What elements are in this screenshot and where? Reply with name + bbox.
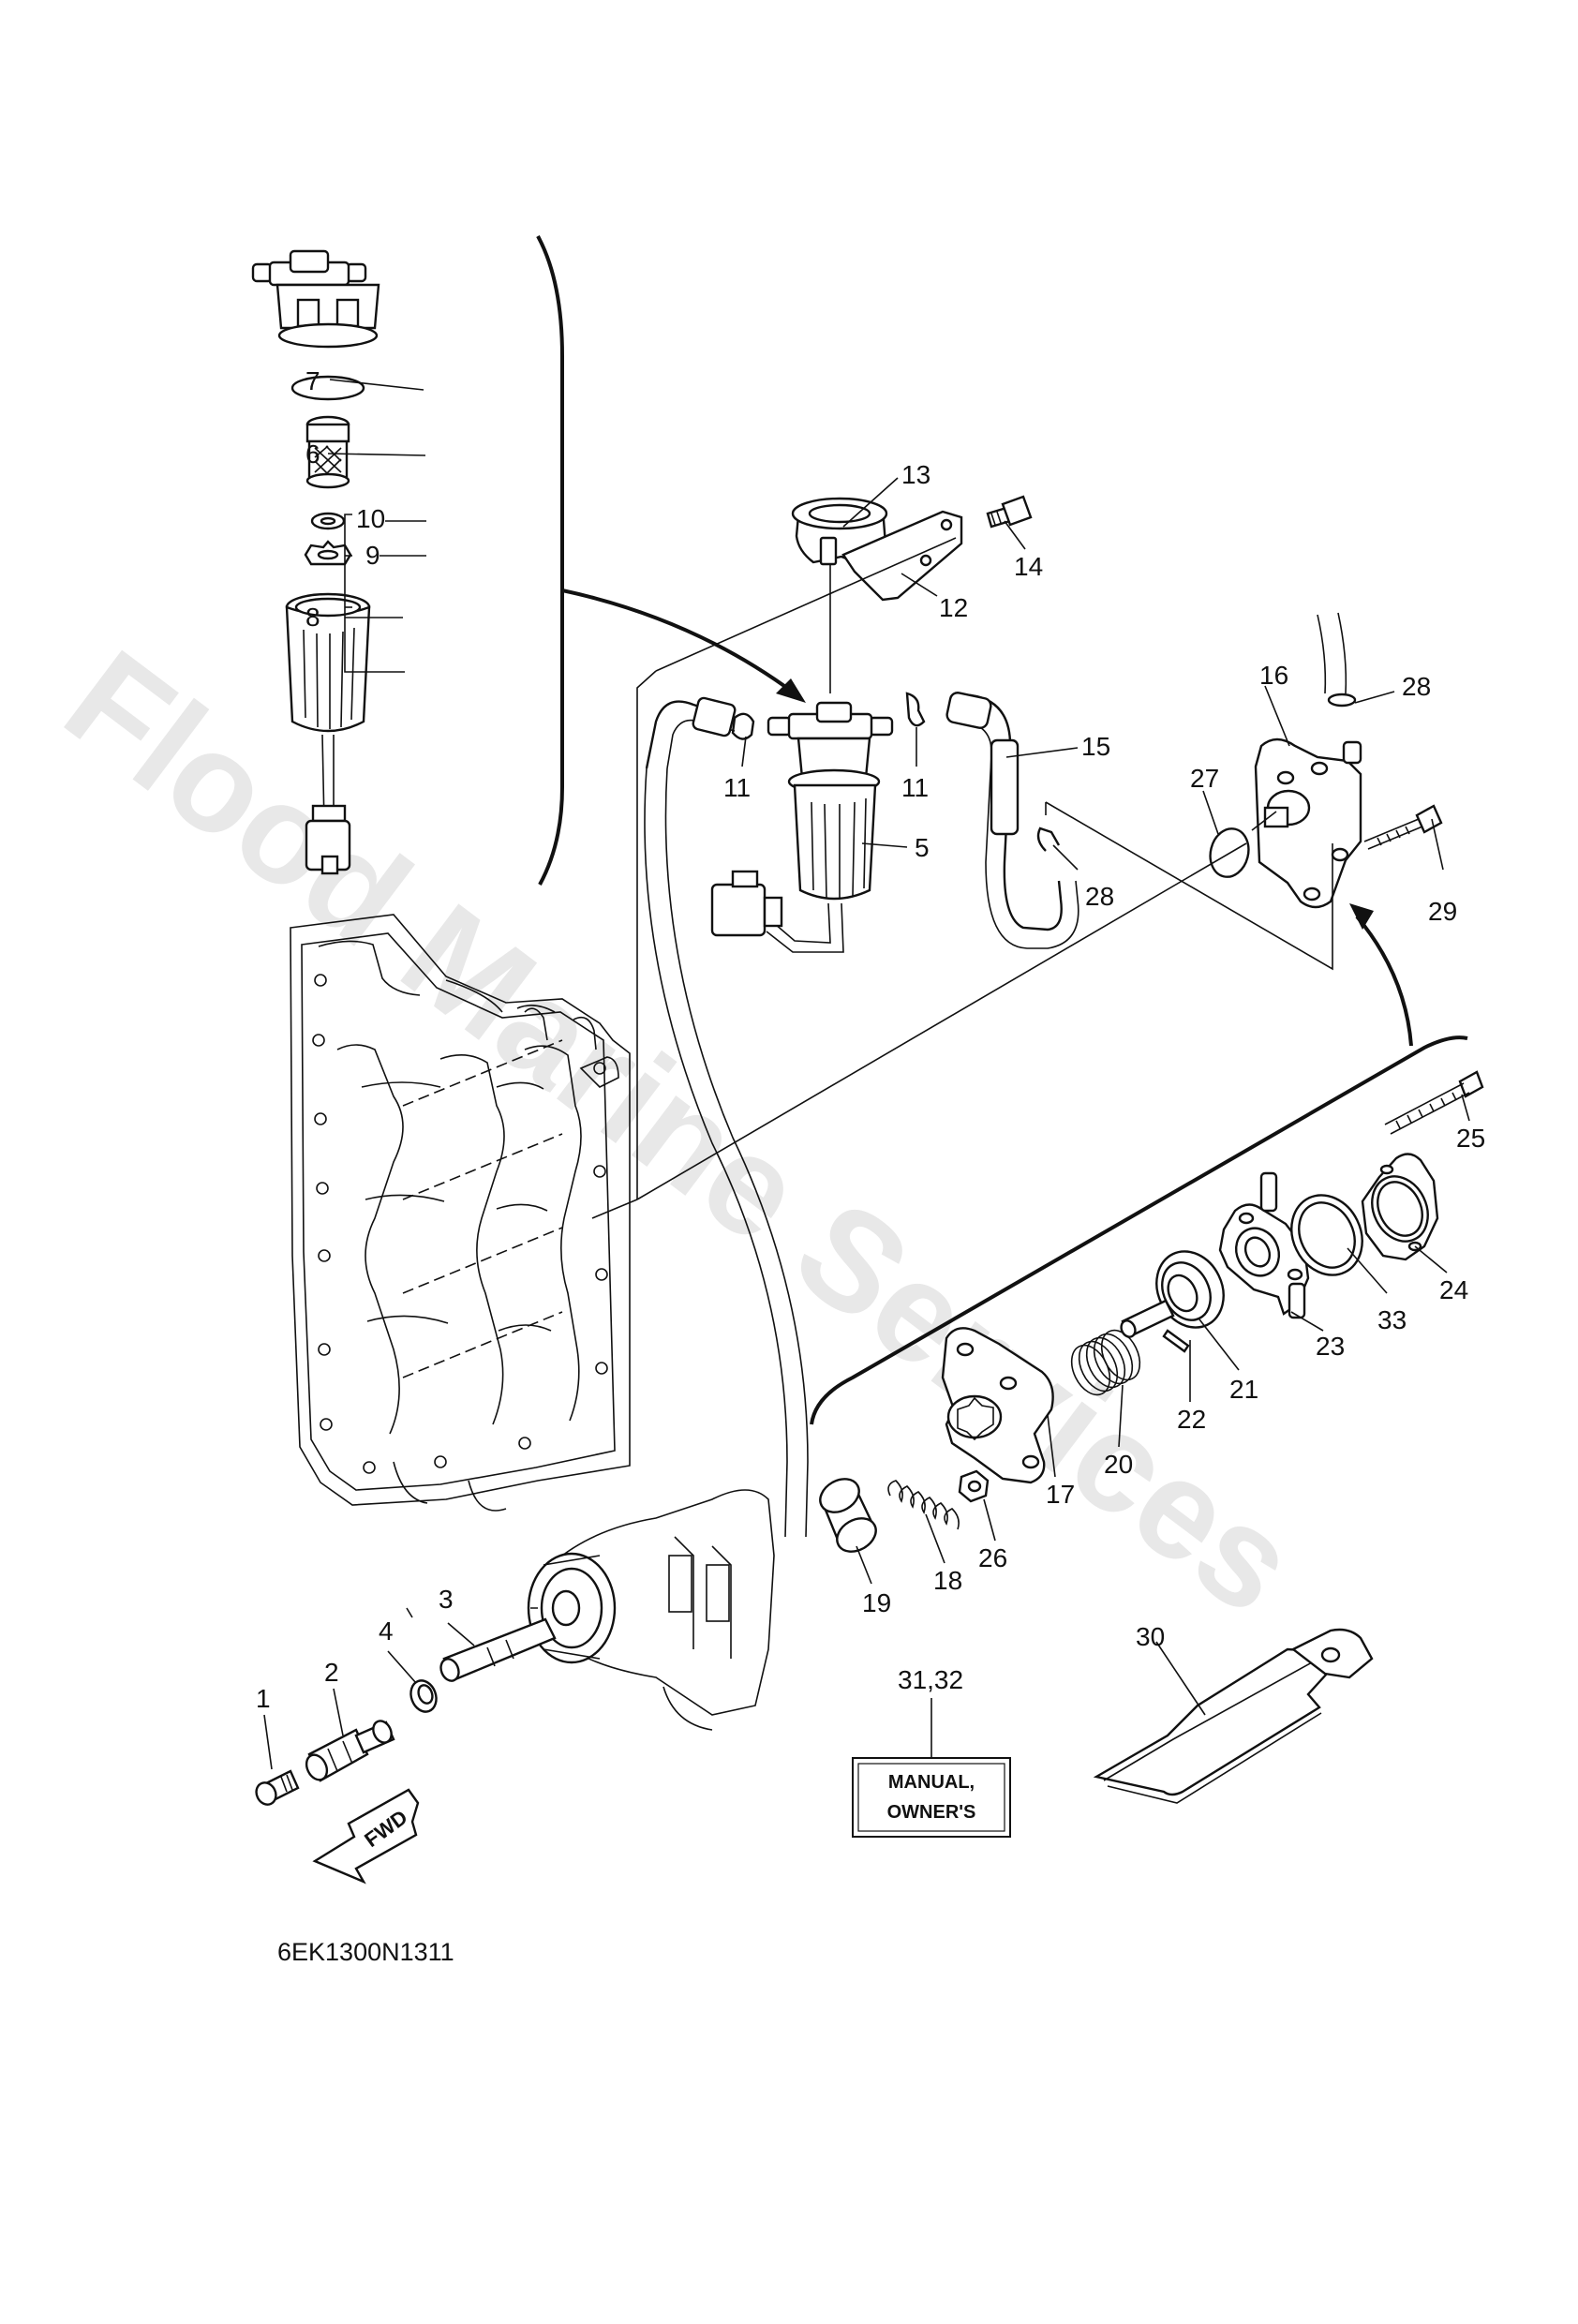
callout-11-left: 11 [723,773,751,802]
callout-leaders [263,477,1470,1770]
owners-manual-tag: MANUAL, OWNER'S [852,1757,1011,1838]
manual-tag-line2: OWNER'S [887,1802,976,1823]
pump-plunger-part [819,1478,877,1553]
callout-20: 20 [1104,1450,1133,1479]
shaft-clip-part [409,1679,438,1713]
callout-22: 22 [1177,1405,1206,1434]
callout-19: 19 [862,1588,891,1617]
cover-screw-part [1384,1070,1484,1135]
coupling-part [305,1720,395,1782]
float-part [304,540,352,566]
callout-25: 25 [1456,1124,1485,1153]
callout-2: 2 [324,1658,339,1687]
drawing-code: 6EK1300N1311 [277,1938,454,1966]
callout-6: 6 [305,439,320,469]
callout-14: 14 [1014,552,1043,581]
callout-10: 10 [356,504,385,533]
pump-drive-shaft-part [439,1617,557,1682]
callout-31-32: 31,32 [898,1665,963,1694]
upper-clip-part [1327,693,1357,708]
pin-part [1162,1329,1190,1353]
callout-16: 16 [1259,661,1288,690]
drain-plug-part [255,1769,300,1806]
long-fuel-hose-part [645,700,736,769]
float-ring-part [310,512,346,530]
upper-hose-part [1317,612,1347,694]
callout-12: 12 [939,593,968,622]
pump-group-arrow [1355,915,1413,1047]
callout-18: 18 [933,1566,962,1595]
callout-28-lower: 28 [1085,882,1114,911]
pump-case-part [1218,1171,1310,1319]
callout-3: 3 [439,1585,454,1614]
callout-28-upper: 28 [1402,672,1431,701]
callout-11-right: 11 [901,773,929,802]
pump-top-cover-part [1361,1153,1439,1261]
pump-o-ring-part [1209,827,1250,878]
callout-labels: 1 2 3 4 5 6 7 8 9 10 11 11 12 13 14 15 1… [256,366,1485,1713]
callout-23: 23 [1316,1332,1345,1361]
manual-tag-line1: MANUAL, [888,1772,975,1793]
filter-band-part [791,497,888,566]
fwd-arrow: FWD [312,1788,420,1885]
hose-fitting [692,696,737,737]
callout-24: 24 [1439,1275,1468,1304]
cylinder-head-block [290,914,631,1512]
diaphragm-spring-part [1070,1329,1141,1396]
hex-nut-part [958,1469,990,1503]
hose-clip-left-part [731,712,755,740]
callout-9: 9 [365,541,380,570]
filter-element-part [305,415,350,489]
diaphragm-part [1120,1250,1225,1338]
pump-group-bracket [810,1035,1468,1425]
pump-cover-part [1254,737,1362,909]
callout-29: 29 [1428,897,1457,926]
callout-30: 30 [1136,1622,1165,1651]
plunger-spring-part [887,1480,960,1530]
fuel-filter-exploded-group [251,235,806,886]
assembly-arrow [561,588,796,695]
callout-27: 27 [1190,764,1219,793]
callout-1: 1 [256,1684,271,1713]
hose-clip-lower-part [1036,827,1061,852]
group-bracket [536,235,564,886]
callout-17: 17 [1046,1480,1075,1509]
hose-clip-right-part [905,692,926,727]
callout-26: 26 [978,1543,1007,1572]
fuel-filter-assembly-part [710,701,894,953]
gasket-part [1290,1194,1363,1276]
filter-cup-part [285,592,371,875]
callout-21: 21 [1229,1375,1258,1404]
callout-15: 15 [1081,732,1110,761]
hose-part [945,692,1079,949]
watermark: Flood Marine Services [38,619,1325,1643]
group-8-bracket [344,514,405,673]
filter-holder-part [841,510,963,602]
callout-33: 33 [1377,1305,1407,1334]
callout-5: 5 [915,833,930,862]
holder-bolt-part [986,495,1033,529]
filter-cap-part [251,249,380,349]
o-ring-part [290,375,365,401]
assembly-arrow-head [776,678,806,703]
callout-7: 7 [305,366,320,395]
callout-13: 13 [901,460,930,489]
pump-body-part [941,1327,1054,1484]
callout-8: 8 [305,603,320,632]
pump-bolt-part [1363,804,1443,850]
tool-pouch-part [1093,1628,1374,1804]
callout-4: 4 [379,1616,394,1646]
camshaft-pulley-area [527,1489,775,1731]
long-hose-route [644,767,788,1538]
